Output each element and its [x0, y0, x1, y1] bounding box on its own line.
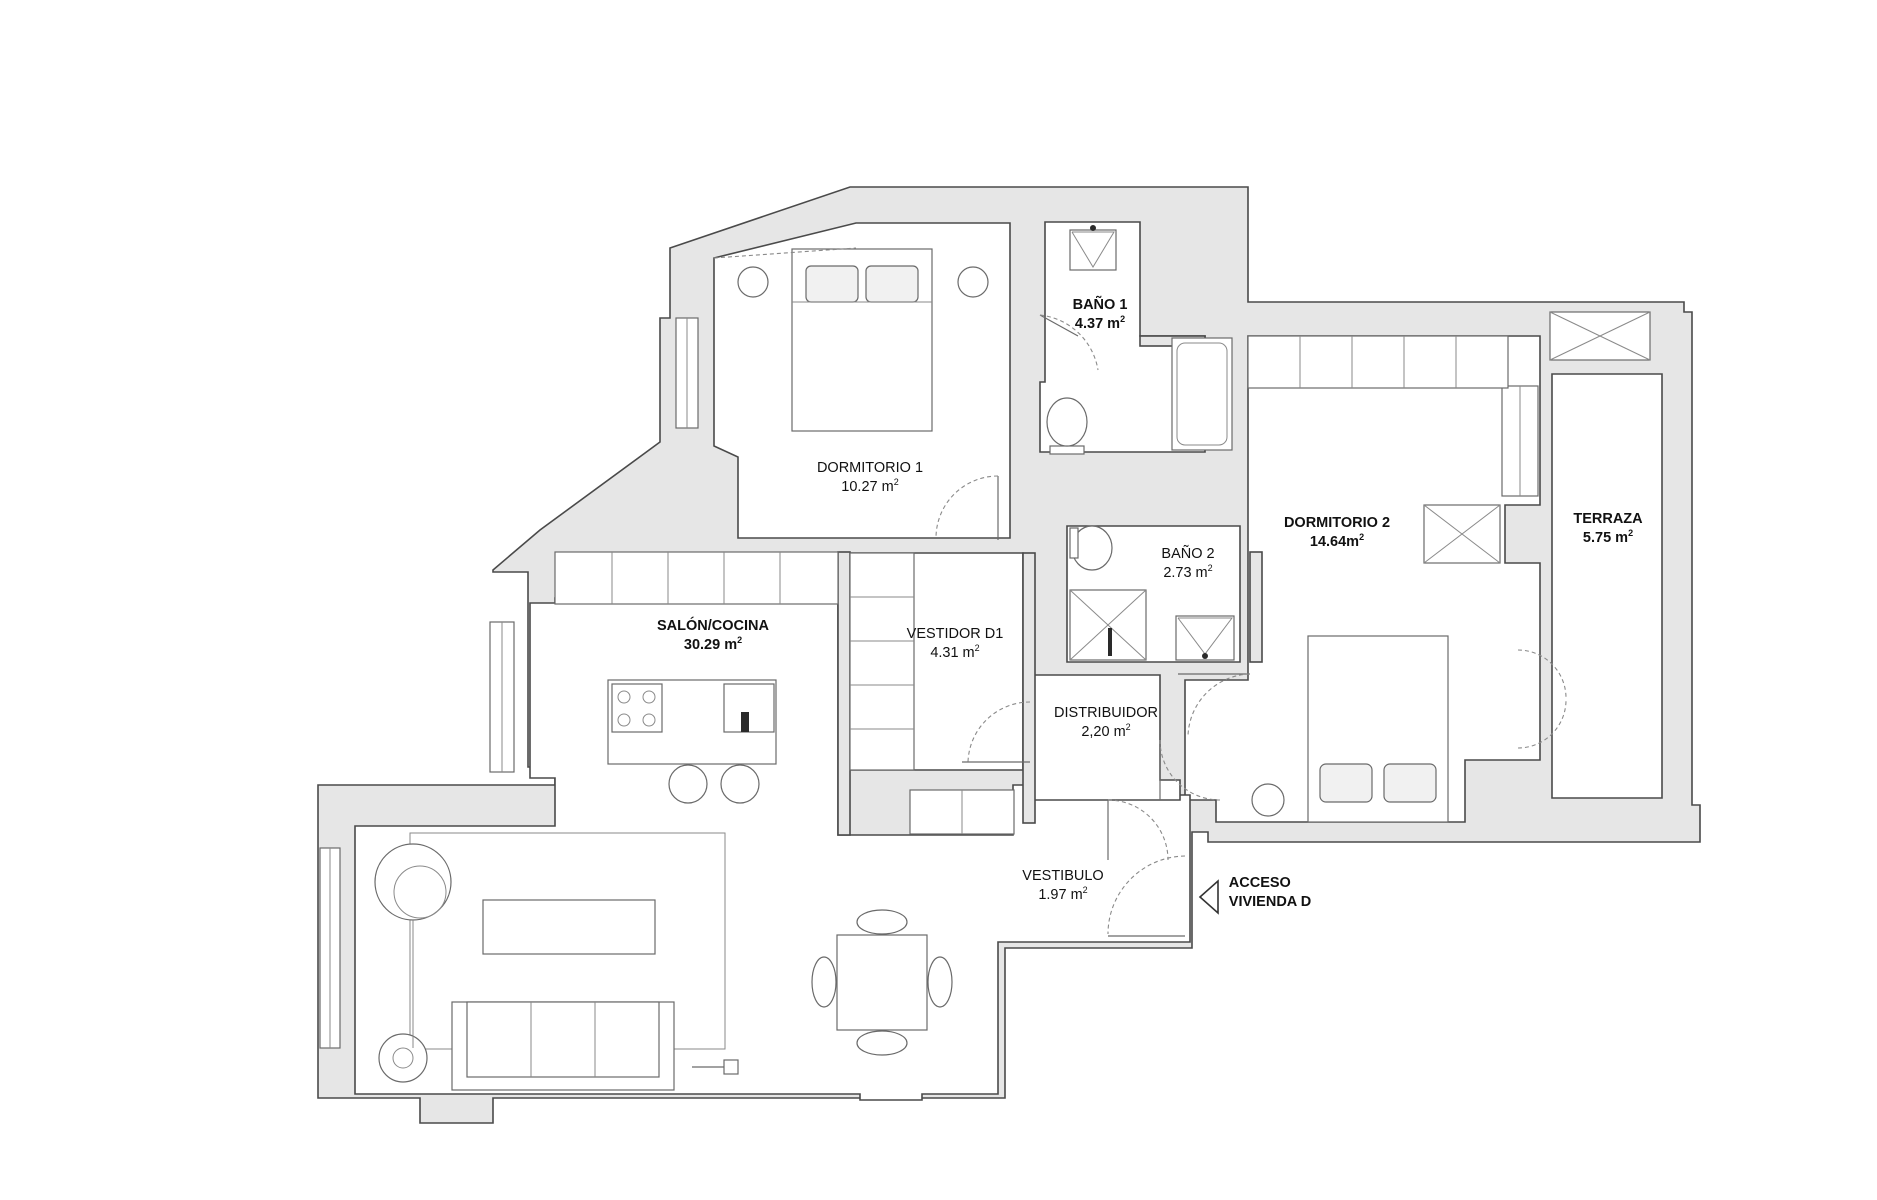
label-distribuidor: DISTRIBUIDOR 2,20 m2 [1054, 704, 1158, 742]
room-name: DISTRIBUIDOR [1054, 705, 1158, 721]
shower-bano-2 [1069, 589, 1147, 661]
coffee-table [482, 899, 656, 955]
kitchen-counter [554, 551, 839, 605]
access-arrow-icon [1198, 879, 1219, 915]
label-access: ACCESO VIVIENDA D [1229, 874, 1311, 912]
room-name: BAÑO 2 [1161, 546, 1215, 562]
room-name: DORMITORIO 2 [1283, 515, 1391, 531]
room-area: 14.64m2 [1309, 532, 1365, 551]
wardrobe-d2 [1247, 335, 1509, 389]
room-area: 4.31 m2 [930, 643, 980, 662]
dining-table [811, 909, 953, 1056]
access-line-1: ACCESO [1228, 875, 1291, 891]
terraza-door [1517, 649, 1567, 749]
nightstand-left [737, 266, 769, 298]
label-bano-2: BAÑO 2 2.73 m2 [1161, 545, 1214, 583]
room-area: 2,20 m2 [1081, 722, 1131, 741]
label-terraza: TERRAZA 5.75 m2 [1573, 510, 1642, 548]
heater [692, 1059, 739, 1075]
label-dormitorio-1: DORMITORIO 1 10.27 m2 [817, 459, 923, 497]
bathtub-bano-1 [1171, 337, 1233, 451]
nightstand-right [957, 266, 989, 298]
room-name: DORMITORIO 1 [816, 460, 924, 476]
double-bed-d1 [791, 248, 933, 432]
kitchen-island [607, 679, 777, 765]
room-area: 5.75 m2 [1582, 528, 1634, 547]
room-area: 10.27 m2 [841, 477, 899, 496]
windows [319, 317, 1539, 1049]
label-salon-cocina: SALÓN/COCINA 30.29 m2 [657, 617, 769, 655]
closet-distribuidor [909, 789, 1015, 835]
nightstand-d2 [1251, 783, 1285, 817]
room-name: VESTIBULO [1022, 868, 1104, 884]
room-area: 1.97 m2 [1038, 885, 1088, 904]
access-line-2: VIVIENDA D [1228, 894, 1312, 910]
room-area: 4.37 m2 [1074, 314, 1126, 333]
toilet-bano-2 [1069, 525, 1113, 571]
toilet-bano-1 [1046, 397, 1088, 455]
sink-bano-2 [1175, 615, 1235, 661]
room-name: VESTIDOR D1 [906, 626, 1004, 642]
doors [935, 314, 1251, 937]
label-bano-1: BAÑO 1 4.37 m2 [1073, 296, 1128, 334]
floor-lamp [378, 920, 428, 1083]
room-area: 2.73 m2 [1163, 563, 1213, 582]
stool-2 [720, 764, 760, 804]
room-name: TERRAZA [1573, 511, 1643, 527]
room-name: BAÑO 1 [1072, 297, 1128, 313]
room-name: SALÓN/COCINA [657, 618, 769, 634]
terraza-planter [1549, 311, 1651, 361]
label-dormitorio-2: DORMITORIO 2 14.64m2 [1284, 514, 1390, 552]
floor-terraza [1551, 373, 1663, 799]
label-vestidor-d1: VESTIDOR D1 4.31 m2 [907, 625, 1004, 663]
vestidor-shelves [849, 552, 915, 771]
label-vestibulo: VESTIBULO 1.97 m2 [1022, 867, 1103, 905]
sink-bano-1 [1069, 225, 1117, 271]
floor-dormitorio-2 [1184, 335, 1541, 823]
sofa [451, 1001, 675, 1091]
armchair [374, 843, 452, 921]
double-bed-d2 [1307, 635, 1449, 823]
stool-1 [668, 764, 708, 804]
room-area: 30.29 m2 [683, 635, 743, 654]
floor-bano-1 [1039, 221, 1206, 453]
